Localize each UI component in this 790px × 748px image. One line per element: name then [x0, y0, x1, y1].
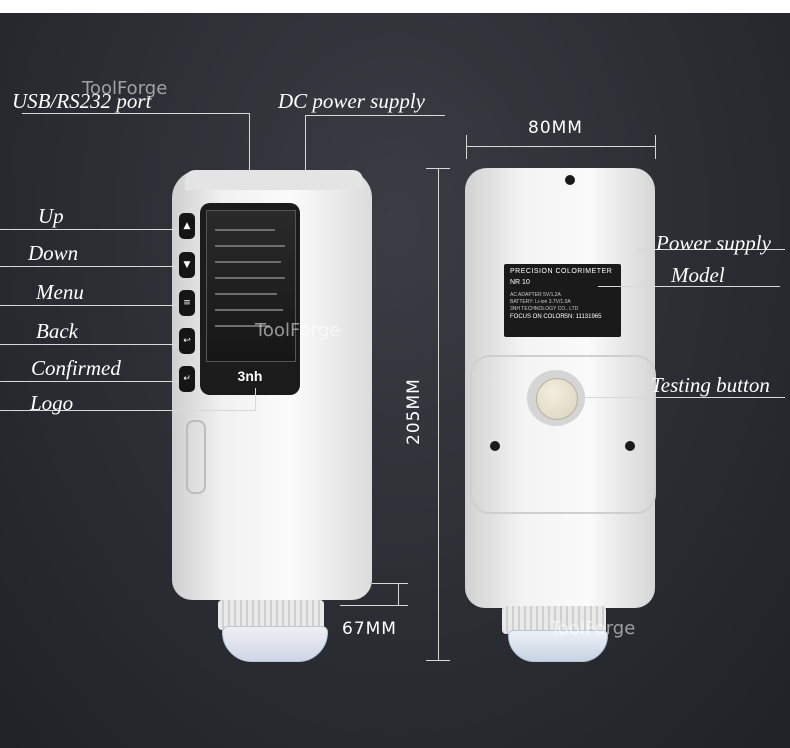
up-button[interactable]: ▲	[179, 213, 195, 239]
left-measuring-ring	[218, 600, 324, 630]
plate-line: 3NH TECHNOLOGY CO., LTD	[510, 306, 579, 312]
dim-tick	[372, 583, 408, 584]
screen-line	[215, 261, 281, 263]
label-down: Down	[28, 241, 79, 265]
screw-hole	[565, 175, 575, 185]
callout-line	[305, 115, 445, 116]
label-power-supply: Power supply	[656, 231, 771, 255]
screen-line	[215, 229, 275, 231]
dim-label-height: 205MM	[404, 378, 424, 445]
lcd-screen	[206, 210, 296, 362]
screen-line	[215, 309, 283, 311]
back-button[interactable]: ↩	[179, 328, 195, 354]
dim-tick	[340, 605, 408, 606]
dim-tick	[655, 135, 656, 159]
right-device-lower-panel	[470, 355, 656, 514]
callout-line	[0, 410, 255, 411]
down-button[interactable]: ▼	[179, 252, 195, 278]
brand-logo: 3nh	[237, 368, 263, 384]
screw-hole	[490, 441, 500, 451]
callout-line	[585, 397, 785, 398]
callout-line	[598, 286, 780, 287]
dim-label-base: 67MM	[342, 619, 397, 639]
callout-line	[255, 388, 256, 411]
watermark: ToolForge	[550, 618, 636, 639]
dim-line-base	[398, 583, 399, 605]
callout-line	[0, 266, 178, 267]
callout-line	[22, 113, 250, 114]
menu-button[interactable]: ≡	[179, 290, 195, 316]
watermark: ToolForge	[255, 320, 341, 341]
callout-line	[635, 249, 785, 250]
label-up: Up	[38, 204, 64, 228]
side-ridge	[186, 420, 206, 494]
label-logo: Logo	[30, 391, 74, 415]
callout-line	[0, 229, 178, 230]
label-confirmed: Confirmed	[31, 356, 121, 380]
label-dc-power: DC power supply	[278, 89, 425, 113]
right-measuring-ring	[502, 606, 606, 634]
watermark: ToolForge	[82, 78, 168, 99]
left-device-top	[185, 170, 363, 190]
model-plate: PRECISION COLORIMETER NR 10 AC ADAPTER 5…	[504, 264, 621, 337]
testing-button[interactable]	[536, 378, 578, 420]
dim-tick	[466, 135, 467, 159]
label-back: Back	[36, 319, 78, 343]
callout-line	[0, 305, 178, 306]
callout-line	[0, 381, 178, 382]
label-testing-button: Testing button	[651, 373, 770, 397]
plate-model: NR 10	[510, 279, 530, 286]
callout-line	[305, 115, 306, 171]
plate-line: BATTERY: Li-ion 3.7V/1.0A	[510, 299, 571, 305]
plate-focus: FOCUS ON COLOR	[510, 314, 565, 320]
screen-line	[215, 277, 285, 279]
dim-line-height	[438, 168, 439, 660]
screw-hole	[625, 441, 635, 451]
dim-tick	[426, 660, 450, 661]
plate-line: AC ADAPTER 5V/1.2A	[510, 292, 561, 298]
screen-line	[215, 293, 277, 295]
top-border	[0, 0, 790, 13]
screen-line	[215, 245, 285, 247]
label-usb-port: USB/RS232 port	[12, 89, 152, 113]
dim-tick	[426, 168, 450, 169]
plate-sn: SN: 11131965	[564, 314, 602, 320]
callout-line	[249, 113, 250, 171]
left-measuring-aperture	[222, 626, 328, 662]
dim-line-width	[466, 146, 656, 147]
callout-line	[0, 344, 178, 345]
screen-line	[215, 325, 270, 327]
label-model: Model	[671, 263, 725, 287]
plate-title: PRECISION COLORIMETER	[510, 268, 613, 275]
dim-label-width: 80MM	[528, 118, 583, 138]
label-menu: Menu	[36, 280, 84, 304]
confirm-button[interactable]: ↵	[179, 366, 195, 392]
